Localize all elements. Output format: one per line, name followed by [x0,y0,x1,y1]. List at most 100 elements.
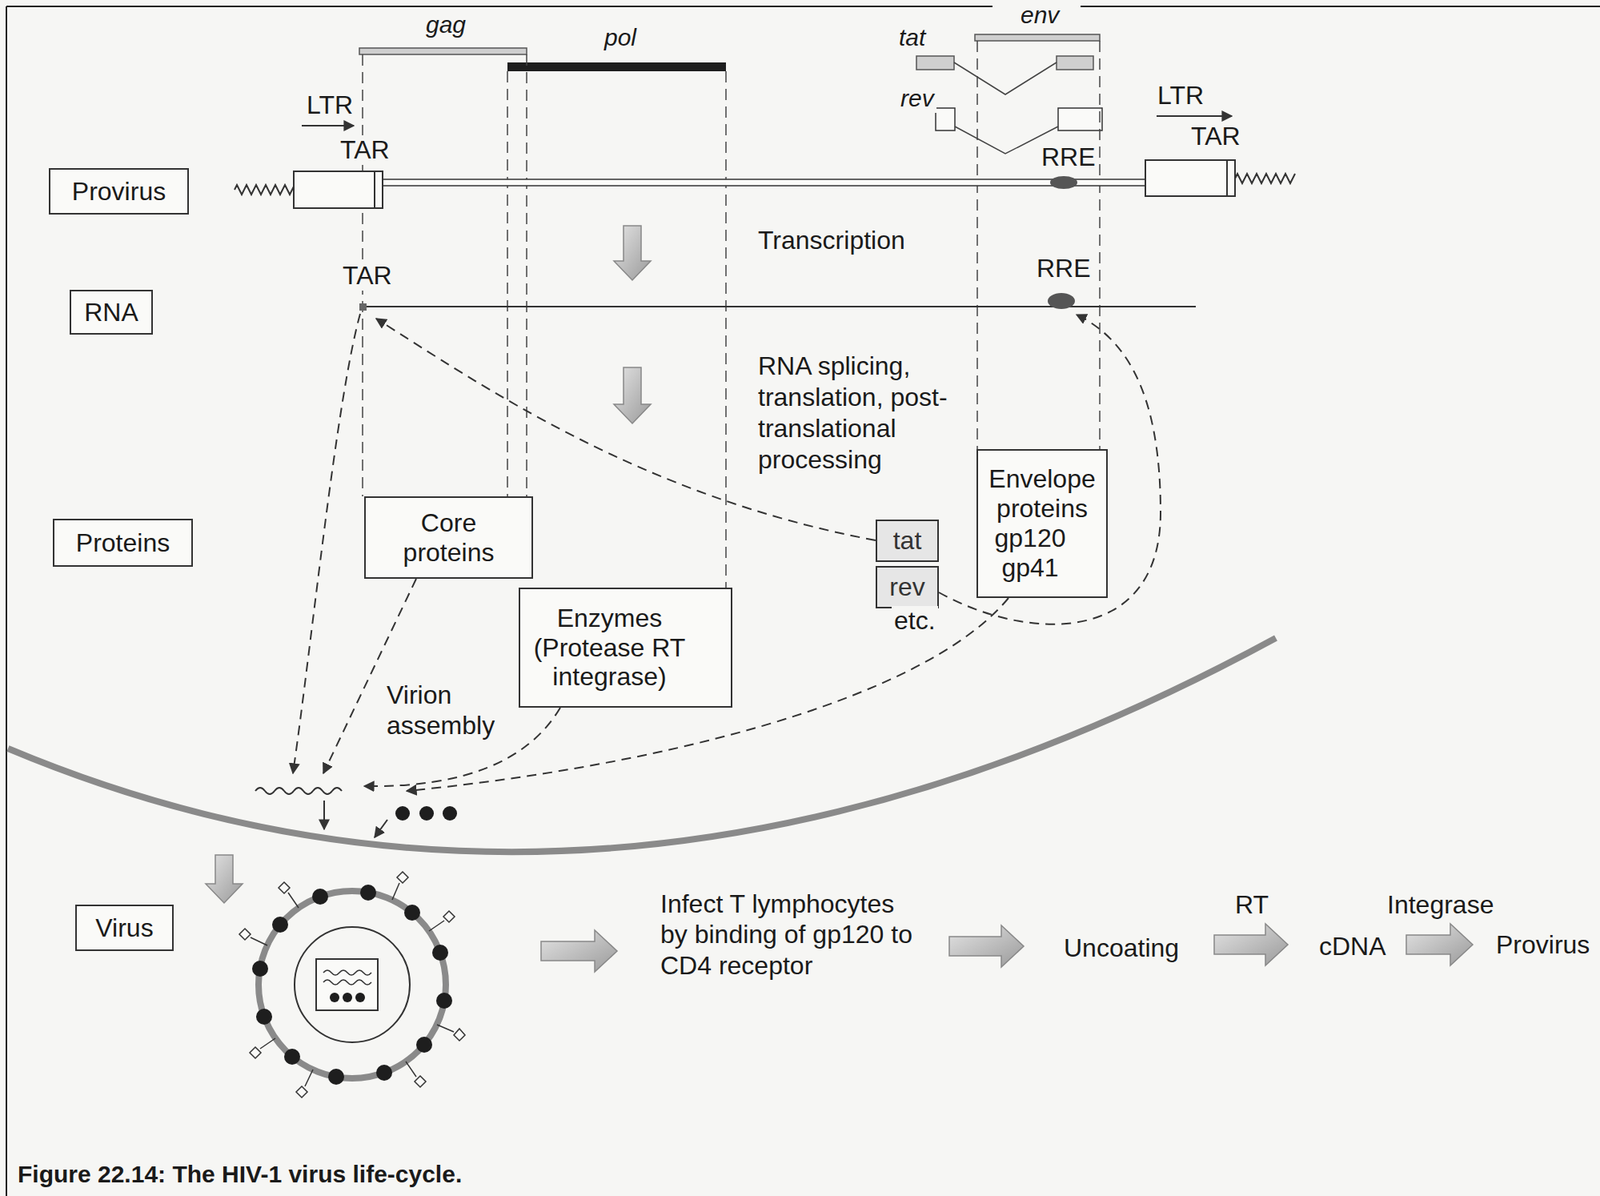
node-text: rev [889,572,925,602]
gene-boundary [976,40,979,450]
label-text: TAR [1188,121,1244,152]
block-arrow [613,225,651,281]
gene-boundary [525,54,528,497]
block-arrow [541,930,618,972]
gp120-spike [392,882,400,900]
dashed-arrow [323,578,417,774]
label-text: env [1018,1,1062,30]
splice-line [954,62,1057,95]
ltr-divider [1226,160,1228,197]
label-text: TAR [337,135,393,165]
svg-part [252,884,453,1085]
process-box: Proteins [52,518,193,567]
process-box: Provirus [48,168,189,215]
process-box: Core proteins [364,496,534,579]
host-dna [1235,173,1296,184]
figure-caption: Figure 22.14: The HIV-1 virus life-cycle… [15,1160,465,1189]
node-text: gp41 [1001,553,1083,583]
gp120-spike [239,928,251,940]
rre-element [1050,176,1078,189]
gp120-spike [296,1086,308,1098]
label-text: RRE [1038,142,1099,173]
virion-core [294,926,410,1043]
ltr-box [293,171,383,209]
gp41-dot [360,884,377,901]
provirus-dna [382,179,1146,186]
node-text: Envelope proteins [986,464,1099,524]
process-box: Envelope proteinsgp120gp41 [976,449,1108,598]
gp120-spike [278,882,290,894]
node-text: gp120 [994,523,1091,554]
block-arrow [1406,923,1473,966]
enzyme-dot [355,992,365,1003]
assembly-arrow [323,800,325,830]
enzyme-dot [419,806,434,821]
gp120-spike [260,1038,276,1049]
gp120-spike [443,910,455,923]
assembly-arrow [374,819,388,838]
virion-envelope [258,890,446,1079]
gp41-dot [252,960,269,977]
enzyme-dot [342,992,353,1003]
gp120-spike [437,1024,454,1032]
tat-exon [1056,56,1094,70]
viral-rna [323,979,372,985]
enzyme-dot [329,992,340,1003]
gene-boundary [506,71,509,497]
gp41-dot [328,1068,345,1085]
label-text: Virion assembly [384,680,502,742]
gp41-dot [432,944,449,961]
gp120-spike [453,1028,466,1041]
label-text: etc. [891,605,939,636]
gp41-dot [436,992,453,1009]
dashed-arrow [938,314,1161,625]
rev-exon [1058,108,1103,131]
dashed-arrow [292,313,361,774]
gp41-dot [416,1036,433,1053]
virion-genome [316,958,378,1011]
gp120-spike [396,871,409,883]
gp120-spike [249,1046,261,1059]
ltr-arrow [1156,115,1232,117]
label-text: Uncoating [1061,933,1182,963]
label-text: pol [601,24,639,53]
gp41-dot [272,916,289,933]
label-text: LTR [1154,80,1207,111]
gp41-dot [404,904,421,921]
frame-line [1080,5,1600,8]
gp120-spike [250,937,268,946]
process-box: Virus [75,904,174,951]
block-arrow [205,854,243,903]
label-text: tat [896,24,928,53]
host-dna [234,184,295,195]
tat-exon [916,56,955,70]
gene-boundary [1098,40,1101,450]
svg-part [239,871,466,1098]
process-box: Enzymes (Protease RT integrase) [518,587,733,708]
ltr-divider [373,171,376,209]
gp120-spike [288,892,299,908]
label-text: cDNA [1316,931,1389,962]
gag-bar [359,48,527,55]
tar-element [359,303,367,311]
block-arrow [949,925,1024,967]
node-text: RNA [84,297,139,328]
label-text: RT [1232,890,1272,920]
gp120-spike [405,1061,417,1077]
gp41-dot [376,1064,393,1081]
node-text: Enzymes (Protease RT integrase) [529,603,690,692]
label-text: TAR [340,260,395,291]
label-text: Provirus [1493,930,1592,960]
gp120-spike [304,1069,313,1087]
label-text: Infect T lymphocytes by binding of gp120… [657,888,919,981]
block-arrow [613,367,651,424]
svg-part [292,313,1161,791]
pol-bar [507,62,726,72]
frame-line [5,6,8,1196]
node-text: tat [893,525,923,556]
process-box: tat [875,519,939,562]
label-text: gag [423,11,469,40]
env-bar [974,34,1100,41]
enzyme-dot [442,806,458,821]
